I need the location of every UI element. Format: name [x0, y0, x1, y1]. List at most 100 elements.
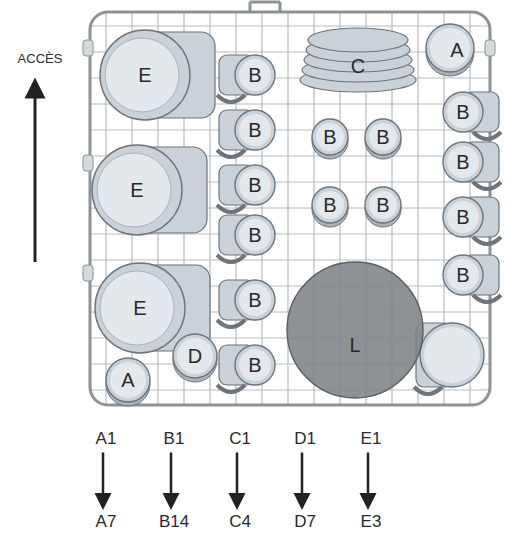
item-letter: E [130, 180, 143, 200]
label-text: B [323, 195, 336, 215]
dishes [92, 24, 501, 406]
cup [106, 358, 150, 406]
count-label: E3 [359, 512, 384, 531]
wire [90, 129, 490, 130]
cup-rim [312, 187, 348, 223]
cup-handle [217, 205, 245, 212]
cup [443, 92, 501, 139]
item-letter: L [349, 335, 360, 355]
count-text: E3 [361, 513, 382, 530]
bowl [92, 145, 207, 235]
count-arrow [236, 453, 239, 507]
bowl [100, 30, 215, 120]
cup-inner [239, 169, 271, 201]
cup [217, 165, 275, 212]
cup-rim [235, 215, 275, 255]
item-letter: B [248, 225, 261, 245]
count-text: B1 [164, 430, 185, 447]
cup-rim [173, 334, 217, 378]
cup-rim [365, 187, 401, 223]
cup [312, 119, 348, 159]
item-letter: B [456, 207, 469, 227]
cup-rim [235, 165, 275, 205]
cup-rim [106, 358, 150, 402]
cup-handle [473, 295, 501, 302]
bowl-inner [97, 153, 171, 227]
cup-handle [473, 132, 501, 139]
label-text: D [188, 346, 202, 366]
basket-handle [250, 2, 280, 12]
cup [443, 142, 501, 189]
bowl-inner [100, 271, 174, 345]
cup [365, 187, 401, 227]
cup-rim [235, 55, 275, 95]
cup-rim [426, 24, 474, 72]
cup-inner [316, 191, 344, 219]
count-text: D1 [294, 430, 316, 447]
wire [90, 259, 490, 260]
cup [217, 215, 275, 262]
cup [365, 119, 401, 159]
item-letter: B [456, 152, 469, 172]
cup-inner [239, 114, 271, 146]
cup-inner [369, 191, 397, 219]
count-text: B14 [159, 513, 189, 530]
cup [443, 197, 501, 244]
count-label: A7 [94, 512, 119, 531]
count-text: D7 [294, 513, 316, 530]
item-letter: C [351, 56, 365, 76]
plate [308, 28, 408, 52]
label-text: A [121, 370, 134, 390]
cup [173, 334, 217, 382]
bowl-rim [100, 30, 190, 120]
cup [217, 345, 275, 392]
count-label: C4 [227, 512, 253, 531]
count-arrow [301, 453, 304, 507]
plate-stack [300, 28, 416, 92]
cup [217, 110, 275, 157]
count-arrow [102, 453, 105, 507]
cup-rim [420, 323, 484, 387]
cup-inner [110, 362, 146, 398]
cup-rim [235, 345, 275, 385]
cup-handle [473, 182, 501, 189]
label-text: B [376, 127, 389, 147]
label-text: E [133, 298, 146, 318]
cup-inner [177, 338, 213, 374]
count-text: C1 [229, 430, 251, 447]
cup [443, 255, 501, 302]
label-text: B [248, 225, 261, 245]
count-arrow [367, 453, 370, 507]
cup [426, 24, 474, 76]
cup-inner [239, 59, 271, 91]
cup-rim [443, 142, 483, 182]
label-text: B [248, 65, 261, 85]
wire [90, 389, 490, 390]
cup-inner [239, 284, 271, 316]
cup-inner [447, 96, 479, 128]
label-text: C [351, 56, 365, 76]
cup-inner [447, 146, 479, 178]
count-text: A7 [96, 513, 117, 530]
cup-rim [365, 119, 401, 155]
label-text: B [248, 175, 261, 195]
wire-basket [83, 2, 495, 405]
item-letter: B [376, 127, 389, 147]
basket-clip [83, 155, 93, 171]
label-text: B [248, 355, 261, 375]
label-text: B [248, 120, 261, 140]
cup [217, 55, 275, 102]
cup-handle [217, 255, 245, 262]
basket-clip [83, 265, 93, 281]
cup-rim [443, 92, 483, 132]
basket-frame [90, 12, 490, 405]
label-text: B [376, 195, 389, 215]
item-letter: A [121, 370, 134, 390]
bowl-inner [105, 38, 179, 112]
label-text: B [323, 127, 336, 147]
cup-inner [430, 28, 470, 68]
count-label: D7 [292, 512, 318, 531]
label-text: B [456, 207, 469, 227]
cup-inner [447, 201, 479, 233]
bowl-dark [287, 262, 423, 398]
